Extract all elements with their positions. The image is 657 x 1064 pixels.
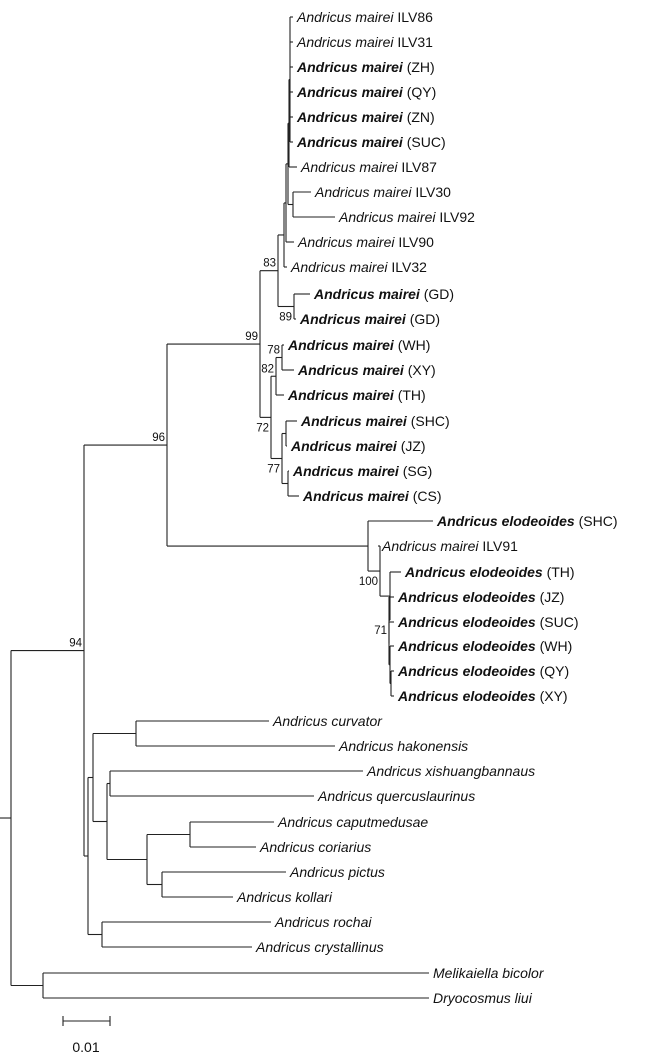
taxon-label: Andricus mairei (WH) (287, 337, 430, 353)
taxon-label: Andricus elodeoides (QY) (397, 663, 569, 679)
support-value-83: 83 (263, 258, 276, 270)
taxon-label: Andricus rochai (274, 914, 372, 930)
taxon-label: Andricus mairei (QY) (296, 84, 436, 100)
taxon-label: Dryocosmus liui (433, 990, 533, 1006)
taxon-label: Andricus elodeoides (SUC) (397, 614, 578, 630)
taxon-label: Andricus mairei ILV90 (297, 234, 434, 250)
taxon-label: Andricus xishuangbannaus (366, 763, 535, 779)
taxon-label: Andricus pictus (289, 864, 385, 880)
taxon-label: Andricus mairei ILV92 (338, 209, 475, 225)
support-value-82: 82 (261, 363, 274, 375)
tree-branches (0, 16, 433, 999)
taxon-label: Andricus mairei (JZ) (290, 438, 426, 454)
taxon-label: Andricus elodeoides (JZ) (397, 589, 564, 605)
scale-bar-label: 0.01 (72, 1039, 99, 1055)
taxon-label: Andricus curvator (272, 713, 383, 729)
taxon-label: Andricus mairei (TH) (287, 387, 426, 403)
taxon-label: Andricus mairei (ZH) (296, 59, 435, 75)
taxon-label: Andricus elodeoides (XY) (397, 688, 568, 704)
taxon-label: Andricus mairei (GD) (313, 286, 454, 302)
taxon-label: Andricus coriarius (259, 839, 371, 855)
taxon-label: Andricus mairei ILV86 (296, 9, 433, 25)
support-value-78: 78 (267, 345, 280, 357)
taxon-label: Andricus mairei (XY) (297, 362, 436, 378)
taxon-label: Andricus mairei ILV91 (381, 538, 518, 554)
taxon-label: Andricus kollari (236, 889, 333, 905)
support-value-94: 94 (69, 638, 82, 650)
support-value-89: 89 (279, 312, 292, 324)
taxon-label: Andricus crystallinus (255, 939, 384, 955)
taxon-label: Andricus mairei ILV31 (296, 34, 433, 50)
taxon-label: Andricus mairei (SG) (292, 463, 432, 479)
support-value-100: 100 (359, 576, 378, 588)
taxon-label: Andricus mairei ILV32 (290, 259, 427, 275)
taxon-label: Andricus elodeoides (TH) (404, 564, 575, 580)
taxon-label: Melikaiella bicolor (433, 965, 545, 981)
taxon-label: Andricus mairei (CS) (302, 488, 442, 504)
support-value-77: 77 (267, 464, 280, 476)
support-value-72: 72 (256, 422, 269, 434)
taxon-label: Andricus mairei (GD) (299, 311, 440, 327)
taxon-label: Andricus elodeoides (WH) (397, 638, 572, 654)
support-value-71: 71 (374, 625, 387, 637)
taxon-label: Andricus caputmedusae (277, 814, 428, 830)
taxon-label: Andricus mairei ILV30 (314, 184, 451, 200)
taxon-label: Andricus hakonensis (338, 738, 468, 754)
taxon-label: Andricus mairei (ZN) (296, 109, 435, 125)
taxon-label: Andricus quercuslaurinus (317, 788, 475, 804)
support-value-99: 99 (245, 331, 258, 343)
scale-bar: 0.01 (62, 1016, 111, 1055)
taxon-label: Andricus elodeoides (SHC) (436, 513, 617, 529)
support-value-96: 96 (152, 432, 165, 444)
taxon-label: Andricus mairei ILV87 (300, 159, 437, 175)
support-values: 89 83 78 82 77 72 99 71 100 96 94 (69, 258, 387, 650)
taxon-label: Andricus mairei (SHC) (300, 413, 450, 429)
taxon-label: Andricus mairei (SUC) (296, 134, 446, 150)
